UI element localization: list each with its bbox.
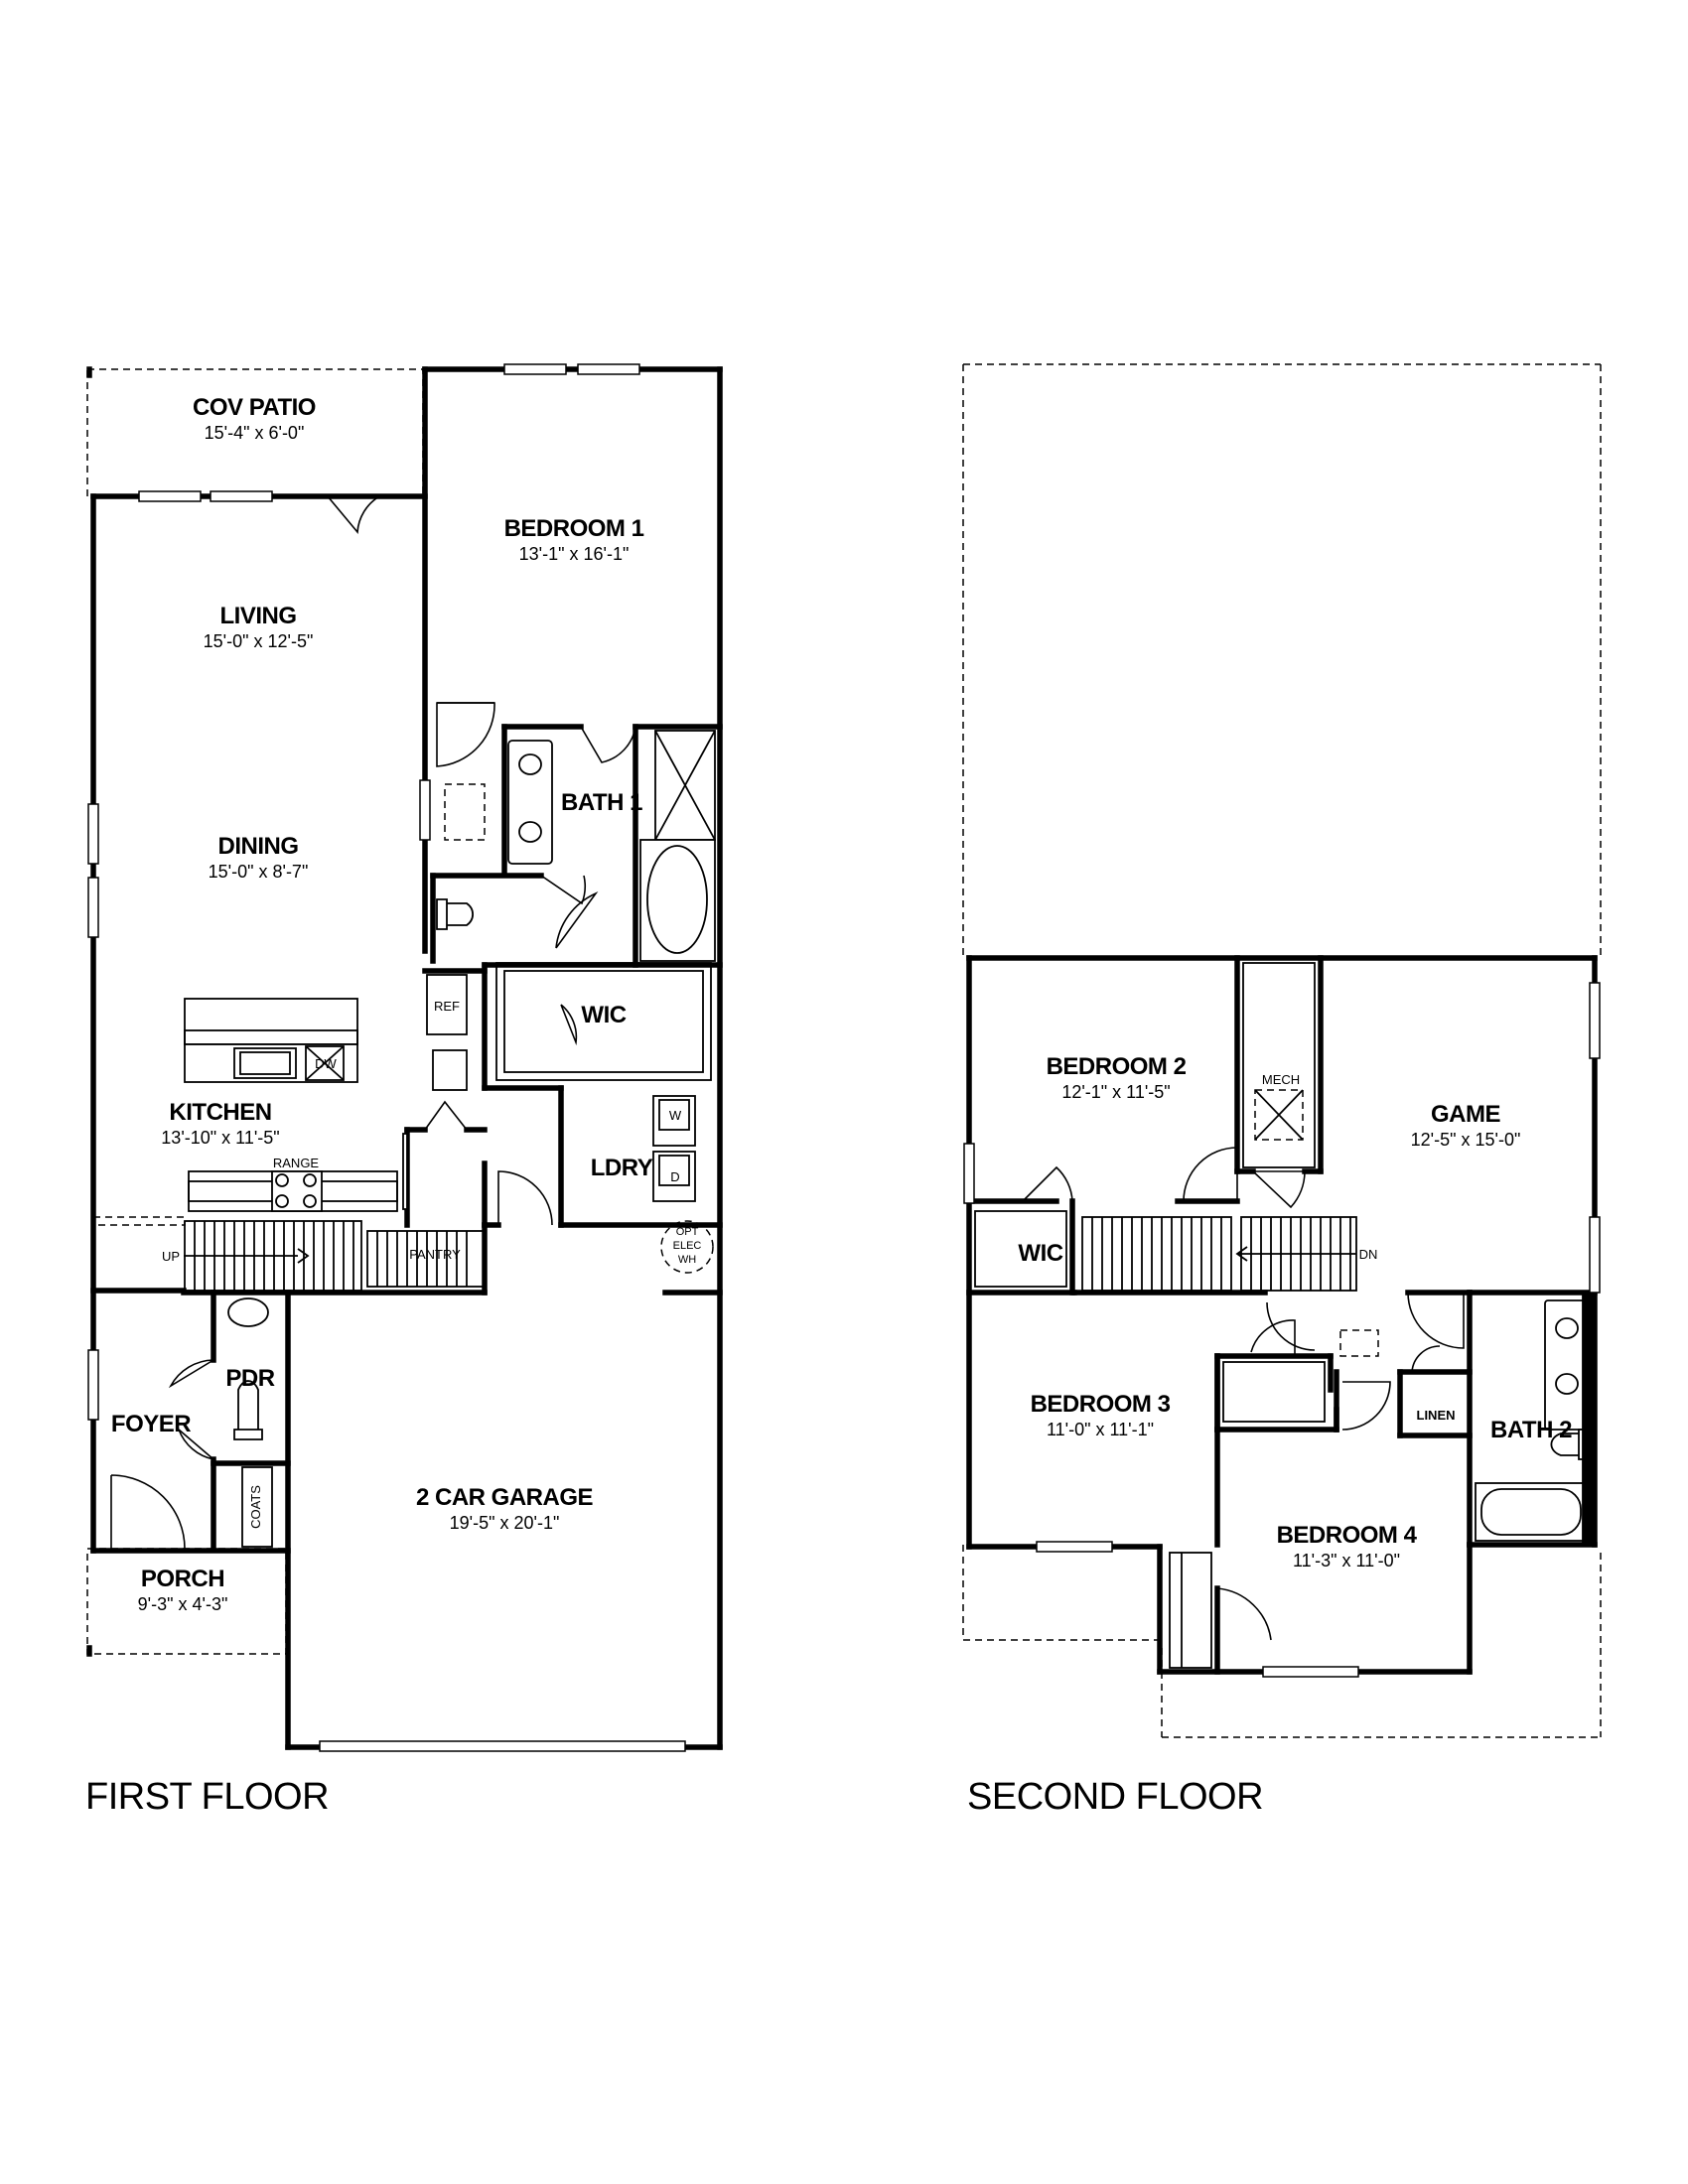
first-floor-title: FIRST FLOOR [85, 1776, 329, 1818]
wic-shelf-outline [503, 970, 704, 1073]
foyer-name: FOYER [111, 1411, 191, 1437]
cov-patio-name: COV PATIO [193, 394, 316, 421]
second-floor-outline [962, 363, 1602, 1738]
coats-label: COATS [248, 1485, 263, 1529]
linen-label: LINEN [1417, 1408, 1456, 1423]
ldry-name: LDRY [591, 1155, 653, 1181]
garage-name: 2 CAR GARAGE [416, 1484, 594, 1511]
bath-1-fixtures [436, 730, 716, 962]
ref-label: REF [434, 999, 460, 1014]
bedroom-4-dims: 11'-3" x 11'-0" [1293, 1551, 1400, 1570]
opt-label: OPT [676, 1226, 699, 1238]
bath-2-fixtures [1475, 1294, 1594, 1544]
dw-label: DW [315, 1056, 337, 1071]
second-floor-title: SECOND FLOOR [967, 1776, 1263, 1818]
bedroom-4-name: BEDROOM 4 [1277, 1522, 1418, 1549]
bath-1-name: BATH 1 [561, 789, 642, 816]
second-floor-interior-walls [966, 955, 1598, 1675]
first-floor-plan: COV PATIO 15'-4" x 6'-0" BEDROOM 1 13'-1… [85, 363, 723, 1818]
second-floor-doors [1022, 1147, 1465, 1641]
dining-dims: 15'-0" x 8'-7" [209, 862, 309, 882]
bedroom-2-name: BEDROOM 2 [1047, 1053, 1187, 1080]
stairs-dn-label: DN [1359, 1247, 1378, 1262]
wic-name: WIC [581, 1002, 626, 1028]
bedroom-2-dims: 12'-1" x 11'-5" [1061, 1082, 1170, 1102]
range-icon [271, 1170, 323, 1212]
wic-2-name: WIC [1018, 1240, 1062, 1267]
kitchen-name: KITCHEN [169, 1099, 271, 1126]
wh-label: WH [678, 1254, 696, 1266]
living-name: LIVING [219, 603, 296, 629]
sink-icon [1555, 1317, 1579, 1339]
bedroom-1-name: BEDROOM 1 [504, 515, 644, 542]
refrigerator-icon [426, 974, 468, 1035]
range-label: RANGE [273, 1156, 320, 1170]
kitchen-fixtures [184, 974, 468, 1212]
elec-label: ELEC [673, 1240, 702, 1252]
stairs-up-label: UP [162, 1249, 180, 1264]
bedroom-3-name: BEDROOM 3 [1031, 1391, 1171, 1418]
mech-chase-icon [1254, 1089, 1304, 1141]
living-dims: 15'-0" x 12'-5" [204, 631, 314, 651]
dryer-icon [652, 1151, 696, 1202]
bedroom-3-dims: 11'-0" x 11'-1" [1047, 1420, 1154, 1439]
bath-2-name: BATH 2 [1490, 1417, 1572, 1443]
washer-label: W [669, 1108, 682, 1123]
cov-patio-dims: 15'-4" x 6'-0" [205, 423, 305, 443]
pdr-name: PDR [225, 1365, 274, 1392]
game-name: GAME [1431, 1101, 1500, 1128]
game-dims: 12'-5" x 15'-0" [1411, 1130, 1521, 1150]
porch-dims: 9'-3" x 4'-3" [138, 1594, 228, 1614]
bedroom-1-dims: 13'-1" x 16'-1" [519, 544, 630, 564]
toilet-icon [436, 898, 474, 930]
dryer-label: D [670, 1169, 679, 1184]
sink-icon [518, 753, 542, 775]
porch-name: PORCH [141, 1566, 224, 1592]
mech-label: MECH [1262, 1072, 1300, 1087]
first-floor-doors [110, 495, 636, 1550]
kitchen-sink-icon [233, 1047, 297, 1079]
second-floor-windows [963, 982, 1601, 1678]
pdr-sink-icon [227, 1297, 269, 1327]
pantry-label: PANTRY [409, 1247, 461, 1262]
kitchen-dims: 13'-10" x 11'-5" [161, 1128, 279, 1148]
sink-icon [518, 821, 542, 843]
sink-icon [1555, 1373, 1579, 1395]
pdr-toilet-icon [233, 1380, 263, 1440]
washer-icon [652, 1095, 696, 1147]
first-floor-stairs [92, 1216, 486, 1292]
first-floor-windows [87, 363, 686, 1752]
dining-name: DINING [218, 833, 299, 860]
second-floor-stairs [1081, 1216, 1379, 1357]
water-heater-icon [660, 1220, 714, 1274]
second-floor-plan: BEDROOM 2 12'-1" x 11'-5" GAME 12'-5" x … [962, 363, 1602, 1818]
garage-dims: 19'-5" x 20'-1" [450, 1513, 560, 1533]
